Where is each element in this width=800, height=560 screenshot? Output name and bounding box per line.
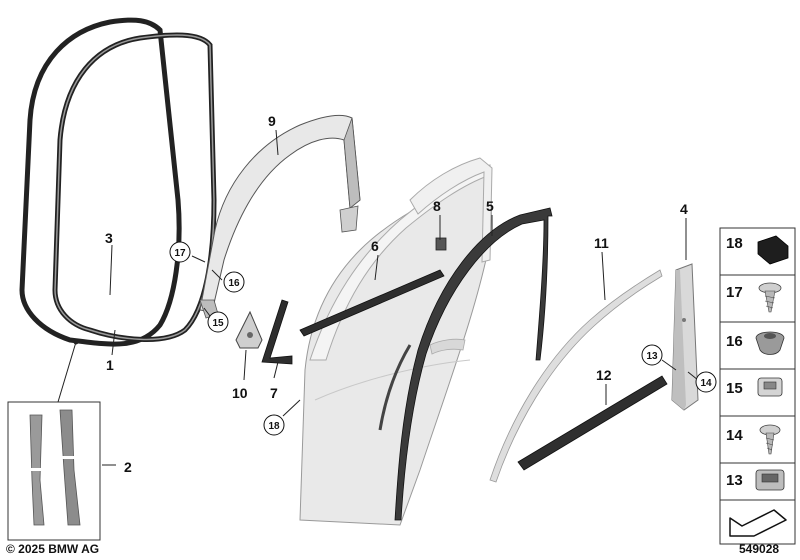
clip-part-8[interactable]: [435, 237, 447, 251]
legend-frame: [719, 227, 796, 545]
legend-item-15[interactable]: 15: [726, 377, 783, 397]
svg-text:17: 17: [726, 284, 743, 301]
door-shell[interactable]: [299, 157, 493, 526]
legend-item-16[interactable]: 16: [726, 331, 785, 355]
b-pillar-trim-edge: [672, 270, 686, 410]
callout-4[interactable]: 4: [680, 201, 688, 217]
circled-callout-13[interactable]: 13: [641, 344, 663, 366]
legend-item-18[interactable]: 18: [726, 235, 789, 265]
corner-trim-part[interactable]: [261, 299, 293, 365]
circled-callout-16[interactable]: 16: [223, 271, 245, 293]
tape-strip-b[interactable]: [59, 409, 81, 526]
door-handle-recess: [429, 338, 466, 355]
circled-callout-14[interactable]: 14: [695, 371, 717, 393]
window-frame-trim[interactable]: [199, 114, 361, 319]
leader-detail-box: [57, 341, 77, 403]
callout-8[interactable]: 8: [433, 198, 441, 214]
glass-run-seal-inner: [378, 344, 412, 431]
b-pillar-hole: [682, 318, 686, 322]
door-frame-top: [409, 157, 493, 263]
door-seal-inner[interactable]: [52, 32, 217, 342]
circled-callout-17[interactable]: 17: [169, 241, 191, 263]
callout-3[interactable]: 3: [105, 230, 113, 246]
outer-trim-strip[interactable]: [489, 269, 663, 483]
leader-lines: [102, 129, 699, 466]
svg-text:15: 15: [726, 380, 743, 397]
callout-5[interactable]: 5: [486, 198, 494, 214]
tape-strip-a-mark: [30, 468, 44, 471]
svg-text:17: 17: [174, 248, 186, 259]
door-body-crease: [314, 359, 471, 401]
callout-6[interactable]: 6: [371, 238, 379, 254]
svg-text:18: 18: [726, 235, 743, 252]
svg-text:18: 18: [268, 421, 280, 432]
svg-text:16: 16: [228, 278, 240, 289]
legend-item-14[interactable]: 14: [726, 424, 781, 455]
frame-trim-shadow: [343, 117, 361, 209]
detail-box-frame: [7, 401, 101, 541]
frame-trim-foot: [339, 205, 359, 233]
legend-item-17[interactable]: 17: [726, 282, 782, 313]
callout-10[interactable]: 10: [232, 385, 248, 401]
svg-text:14: 14: [700, 378, 712, 389]
belt-molding[interactable]: [299, 269, 445, 337]
detail-box-part-2: [7, 341, 101, 541]
svg-text:16: 16: [726, 333, 743, 350]
door-seal-parts: [19, 17, 217, 347]
lower-seal-strip[interactable]: [517, 375, 668, 471]
circled-callout-18[interactable]: 18: [263, 414, 285, 436]
foam-pad-icon: [757, 235, 789, 265]
push-nut-icon: [755, 331, 785, 355]
callout-7[interactable]: 7: [270, 385, 278, 401]
callout-labels: 3 1 2 9 8 5 6 4 11 12 10 7: [105, 113, 688, 475]
direction-arrow-icon: [729, 509, 787, 537]
circled-callouts: 17 16 15 18 13 14: [169, 241, 717, 436]
callout-9[interactable]: 9: [268, 113, 276, 129]
svg-text:14: 14: [726, 427, 743, 444]
glass-run-seal[interactable]: [394, 207, 553, 521]
door-seal-inner-highlight: [54, 34, 215, 341]
svg-text:15: 15: [212, 318, 224, 329]
callout-11[interactable]: 11: [594, 235, 609, 251]
tape-strip-b-mark: [62, 456, 76, 459]
door-seal-outer[interactable]: [19, 17, 182, 347]
mirror-triangle-part[interactable]: [235, 310, 263, 349]
callout-1[interactable]: 1: [106, 357, 114, 373]
callout-2[interactable]: 2: [124, 459, 132, 475]
mirror-triangle-hole: [247, 332, 253, 338]
circled-callout-15[interactable]: 15: [207, 311, 229, 333]
svg-text:13: 13: [726, 472, 743, 489]
diagram-number: 549028: [739, 542, 779, 556]
fastener-legend: 18 17 16 15 14 13: [719, 227, 796, 545]
copyright-text: © 2025 BMW AG: [6, 542, 99, 556]
legend-arrow-cell[interactable]: [729, 509, 787, 537]
callout-12[interactable]: 12: [596, 367, 612, 383]
legend-item-13[interactable]: 13: [726, 469, 785, 491]
svg-text:13: 13: [646, 351, 658, 362]
